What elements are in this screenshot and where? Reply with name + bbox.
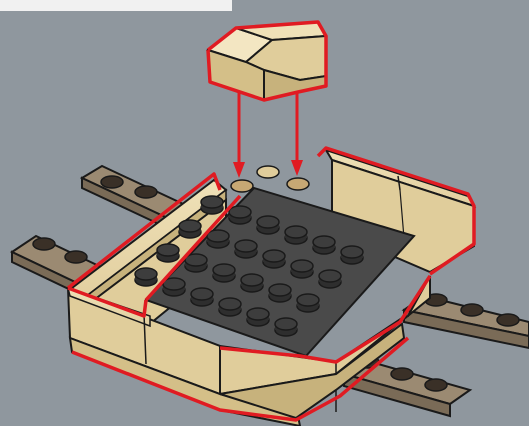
plate-stud bbox=[297, 294, 319, 312]
plate-stud bbox=[191, 288, 213, 306]
plate-stud bbox=[179, 220, 201, 238]
corner-brick bbox=[208, 22, 326, 100]
plate-stud bbox=[163, 278, 185, 296]
plate-stud bbox=[257, 216, 279, 234]
plate-stud bbox=[341, 246, 363, 264]
plate-stud bbox=[275, 318, 297, 336]
plate-stud bbox=[285, 226, 307, 244]
plate-stud bbox=[269, 284, 291, 302]
plate-stud bbox=[263, 250, 285, 268]
plate-stud bbox=[241, 274, 263, 292]
plate-stud bbox=[207, 230, 229, 248]
plate-stud bbox=[135, 268, 157, 286]
insert-arrow-left bbox=[233, 92, 245, 178]
plate-stud bbox=[313, 236, 335, 254]
plate-stud bbox=[247, 308, 269, 326]
plate-stud bbox=[235, 240, 257, 258]
insert-arrow-right bbox=[291, 92, 303, 176]
plate-stud bbox=[219, 298, 241, 316]
plate-stud bbox=[157, 244, 179, 262]
plate-stud bbox=[229, 206, 251, 224]
plate-stud bbox=[213, 264, 235, 282]
plate-stud bbox=[291, 260, 313, 278]
plate-stud bbox=[319, 270, 341, 288]
plate-stud bbox=[201, 196, 223, 214]
plate-stud bbox=[185, 254, 207, 272]
